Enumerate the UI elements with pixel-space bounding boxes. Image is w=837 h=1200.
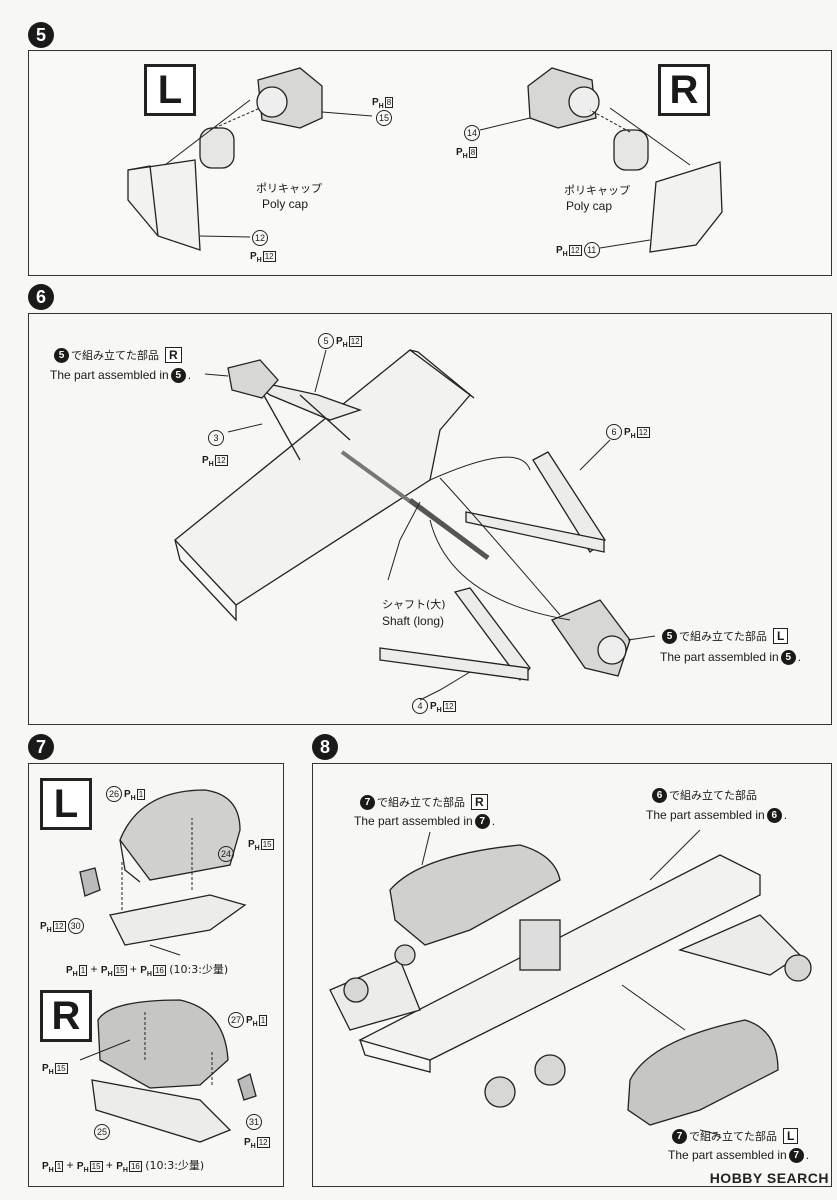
step7-right-intake — [97, 999, 229, 1089]
step-5-number: 5 — [28, 22, 54, 48]
step7-right-lower — [91, 1079, 232, 1143]
step-8-panel — [312, 763, 832, 1187]
step7-left-grille — [79, 867, 101, 897]
step5-r-part14: 14 — [462, 125, 482, 141]
watermark: HOBBY SEARCH — [709, 1170, 829, 1186]
step-8-number: 8 — [312, 734, 338, 760]
step6-hub-assembly — [227, 359, 279, 399]
step6-part3: 3 — [206, 430, 226, 446]
step8-left-intake — [627, 1019, 779, 1126]
step7-right-grille — [237, 1073, 257, 1101]
step7-part31: 31 — [244, 1114, 264, 1130]
step5-l-polycap-jp: ポリキャップ — [256, 182, 322, 195]
step5-left-bracket — [127, 159, 201, 251]
step5-r-polycap-jp: ポリキャップ — [564, 184, 630, 197]
step5-side-R: R — [658, 64, 710, 116]
step-6-number: 6 — [28, 284, 54, 310]
step5-l-part15: 15 — [374, 110, 394, 126]
step5-side-L: L — [144, 64, 196, 116]
step7-side-L: L — [40, 778, 92, 830]
step7-side-R: R — [40, 990, 92, 1042]
step-7-panel — [28, 763, 284, 1187]
step8-right-front-hub — [784, 954, 812, 982]
step5-r-polycap-en: Poly cap — [566, 199, 613, 213]
step5-left-polycap — [199, 127, 235, 169]
step6-lower-arm-top — [465, 511, 605, 553]
step7-part24: 24 — [216, 846, 236, 862]
step5-right-polycap — [613, 129, 649, 171]
step6-arm-6 — [532, 451, 606, 553]
step5-l-part12: 12 — [250, 230, 270, 246]
step6-arm-4 — [453, 587, 531, 682]
step5-l-polycap-en: Poly cap — [262, 197, 309, 211]
step6-shaft-en: Shaft (long) — [382, 614, 445, 628]
step-7-number: 7 — [28, 734, 54, 760]
step8-right-intake — [389, 844, 561, 946]
step5-right-bracket — [649, 161, 723, 253]
step7-left-intake — [119, 789, 241, 881]
step6-shaft-jp: シャフト(大) — [382, 598, 446, 611]
step7-left-lower — [109, 894, 247, 946]
step7-part25: 25 — [92, 1124, 112, 1140]
step-6-panel — [28, 313, 832, 725]
